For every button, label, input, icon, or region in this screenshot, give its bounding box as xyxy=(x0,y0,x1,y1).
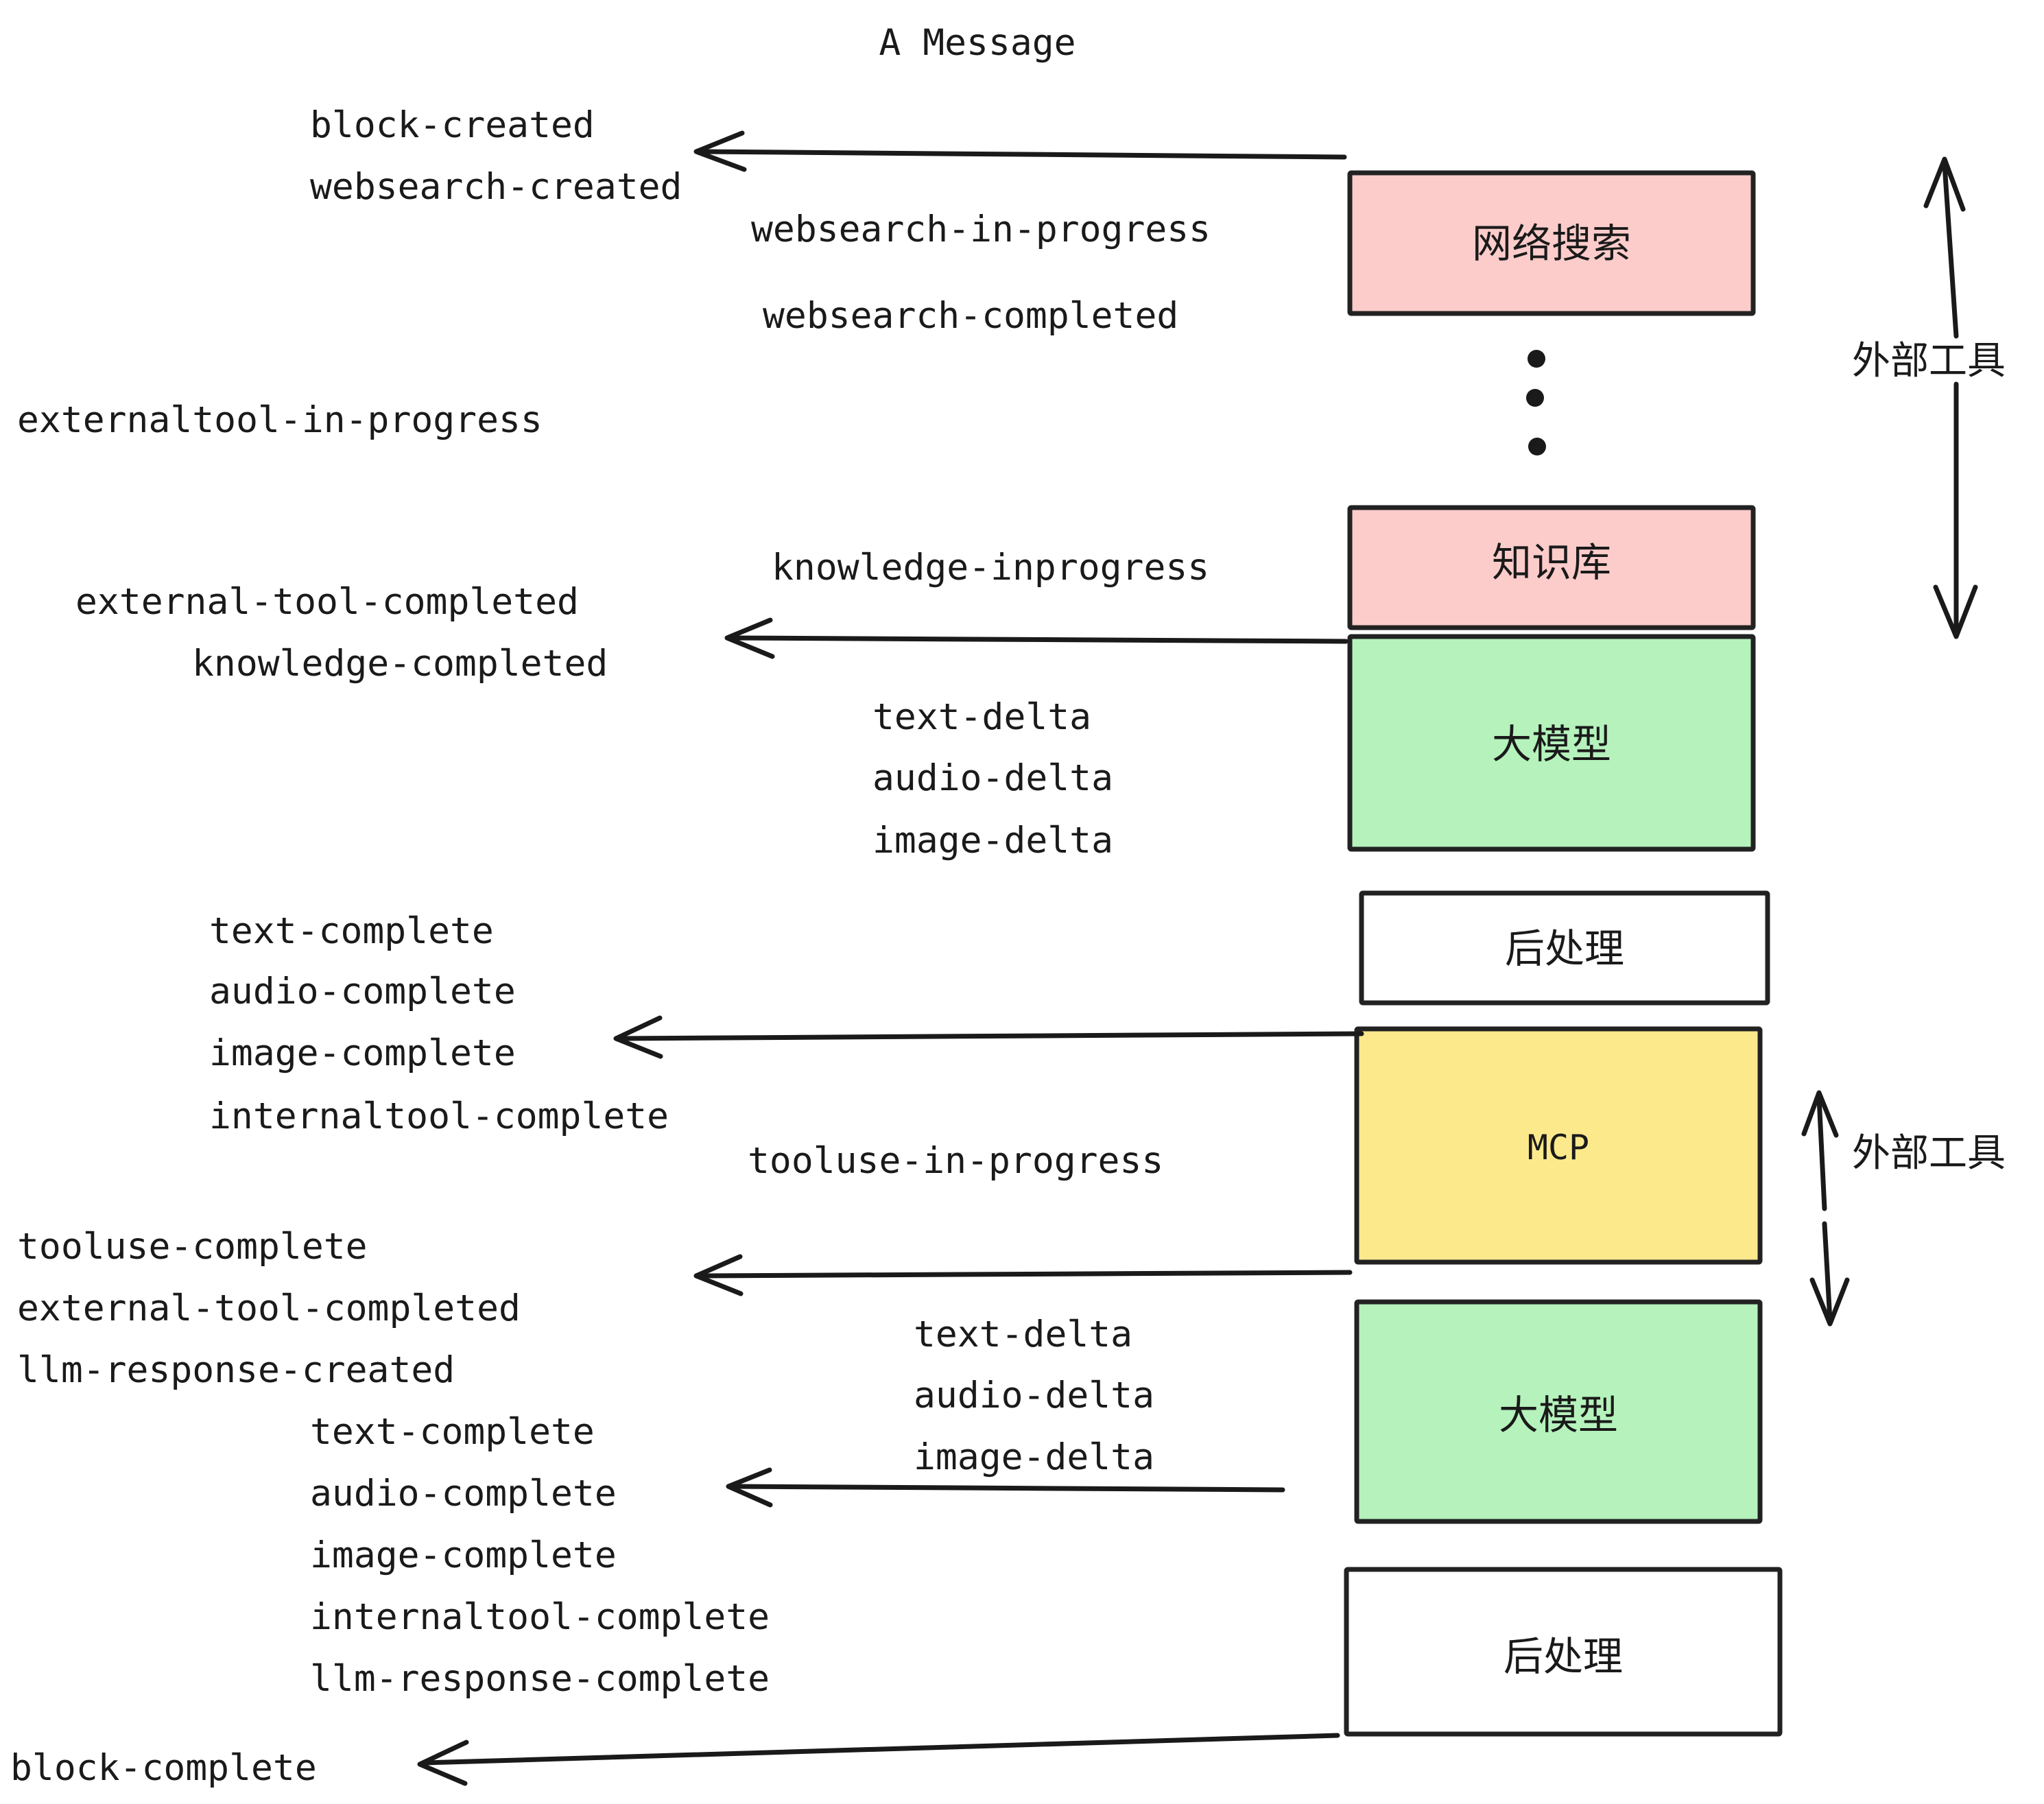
event-label-image-complete-2: image-complete xyxy=(310,1534,617,1576)
event-label-websearch-completed: websearch-completed xyxy=(763,295,1178,337)
box-llm-bottom-label: 大模型 xyxy=(1499,1392,1618,1438)
event-label-audio-delta-1: audio-delta xyxy=(872,757,1113,799)
event-label-image-complete-1: image-complete xyxy=(209,1032,516,1074)
arrow-mcp-to-tooluse-complete-shaft xyxy=(698,1270,1353,1279)
event-label-tooluse-complete: tooluse-complete xyxy=(17,1226,368,1268)
ellipsis-dot-1 xyxy=(1528,350,1545,368)
arrow-postprocess-bottom-to-block-complete-shaft xyxy=(423,1733,1340,1766)
event-label-text-complete-1: text-complete xyxy=(209,910,494,952)
arrow-mcp-to-tooluse-complete-head xyxy=(693,1254,744,1296)
event-label-external-tool-completed-2: external-tool-completed xyxy=(17,1287,521,1329)
event-label-text-delta-2: text-delta xyxy=(914,1314,1132,1355)
external-tools-top-up-arrowhead xyxy=(1923,156,1966,212)
page-title: A Message xyxy=(879,22,1076,64)
box-llm-top[interactable] xyxy=(1347,634,1756,852)
external-tools-bottom-down-arrowhead xyxy=(1809,1277,1850,1327)
event-label-image-delta-1: image-delta xyxy=(872,820,1113,862)
box-knowledge[interactable] xyxy=(1347,505,1756,630)
event-label-knowledge-completed: knowledge-completed xyxy=(192,643,608,685)
event-label-websearch-in-progress: websearch-in-progress xyxy=(751,209,1211,250)
event-label-llm-response-created: llm-response-created xyxy=(17,1349,455,1391)
external-tools-bottom-down-arrow-shaft xyxy=(1822,1221,1833,1323)
event-label-websearch-created: websearch-created xyxy=(310,166,682,208)
box-websearch[interactable] xyxy=(1347,170,1756,316)
event-label-knowledge-inprogress: knowledge-inprogress xyxy=(772,547,1209,589)
external-tools-top-up-arrow-shaft xyxy=(1942,162,1959,339)
box-llm-bottom[interactable] xyxy=(1354,1299,1763,1524)
box-postprocess-top[interactable] xyxy=(1359,890,1770,1006)
event-label-llm-response-complete: llm-response-complete xyxy=(310,1658,770,1700)
arrow-llm-bottom-to-audio-complete-shaft xyxy=(731,1484,1285,1493)
event-label-external-tool-completed-1: external-tool-completed xyxy=(75,581,579,623)
ellipsis-dot-3 xyxy=(1528,438,1546,455)
arrow-postprocess-to-image-complete-shaft xyxy=(618,1031,1364,1041)
box-mcp[interactable] xyxy=(1354,1026,1763,1265)
event-label-internaltool-complete-1: internaltool-complete xyxy=(209,1095,669,1137)
event-label-audio-complete-2: audio-complete xyxy=(310,1473,617,1515)
arrow-llm-bottom-to-audio-complete-head xyxy=(726,1467,773,1508)
external-tools-bottom-up-arrowhead xyxy=(1801,1090,1839,1138)
event-label-internaltool-complete-2: internaltool-complete xyxy=(310,1596,770,1638)
event-label-block-created: block-created xyxy=(310,104,595,146)
external-tools-bottom-up-arrow-shaft xyxy=(1816,1095,1827,1211)
box-knowledge-label: 知识库 xyxy=(1492,539,1611,586)
external-tools-top-label: 外部工具 xyxy=(1852,339,2006,383)
arrow-knowledge-to-completed-head xyxy=(724,617,775,659)
event-label-audio-delta-2: audio-delta xyxy=(914,1375,1154,1416)
event-label-text-delta-1: text-delta xyxy=(872,696,1091,738)
arrow-websearch-to-created-shaft xyxy=(698,149,1347,160)
box-postprocess-top-label: 后处理 xyxy=(1505,925,1624,972)
event-label-externaltool-in-progress: externaltool-in-progress xyxy=(17,399,543,441)
arrow-postprocess-to-image-complete-head xyxy=(613,1015,663,1059)
arrow-postprocess-bottom-to-block-complete-head xyxy=(417,1740,469,1786)
box-postprocess-bottom[interactable] xyxy=(1344,1567,1783,1737)
event-label-image-delta-2: image-delta xyxy=(914,1436,1154,1478)
external-tools-bottom-label: 外部工具 xyxy=(1852,1131,2006,1176)
arrow-knowledge-to-completed-shaft xyxy=(730,635,1348,644)
external-tools-top-down-arrowhead xyxy=(1933,584,1978,639)
box-websearch-label: 网络搜索 xyxy=(1472,220,1631,267)
ellipsis-dot-2 xyxy=(1526,389,1544,407)
box-mcp-label: MCP xyxy=(1528,1128,1589,1167)
box-llm-top-label: 大模型 xyxy=(1492,721,1611,768)
event-label-text-complete-2: text-complete xyxy=(310,1411,595,1453)
event-label-block-complete: block-complete xyxy=(10,1747,317,1789)
arrow-websearch-to-created-head xyxy=(693,130,747,172)
event-label-audio-complete-1: audio-complete xyxy=(209,971,516,1012)
box-postprocess-bottom-label: 后处理 xyxy=(1504,1633,1623,1680)
event-label-tooluse-in-progress: tooluse-in-progress xyxy=(748,1140,1163,1182)
